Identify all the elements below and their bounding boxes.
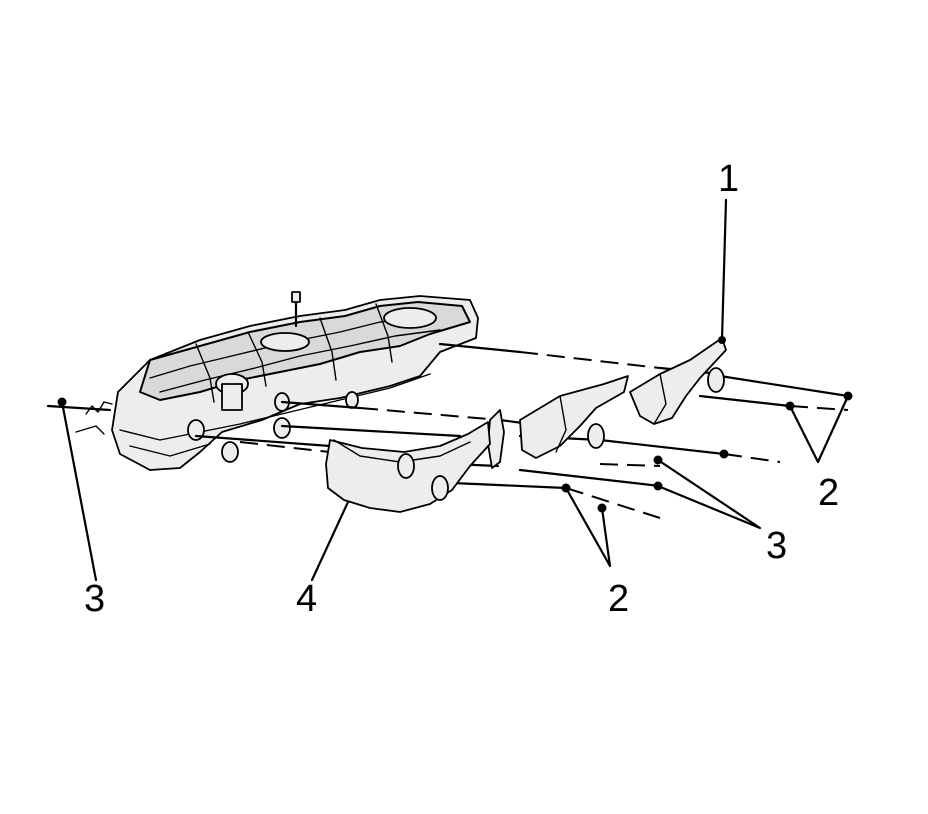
callout-3-right: 3	[766, 525, 788, 567]
callout-2-right: 2	[818, 472, 840, 514]
callout-4: 4	[296, 578, 318, 620]
heat-shield-1	[629, 336, 727, 425]
callout-3-left: 3	[84, 578, 106, 620]
leader-lines	[60, 198, 850, 582]
heat-shield-4	[325, 421, 491, 513]
heat-shield-middle	[487, 375, 629, 469]
callout-1: 1	[718, 158, 740, 200]
callout-2-lower: 2	[608, 578, 630, 620]
fuel-tank	[75, 291, 479, 471]
